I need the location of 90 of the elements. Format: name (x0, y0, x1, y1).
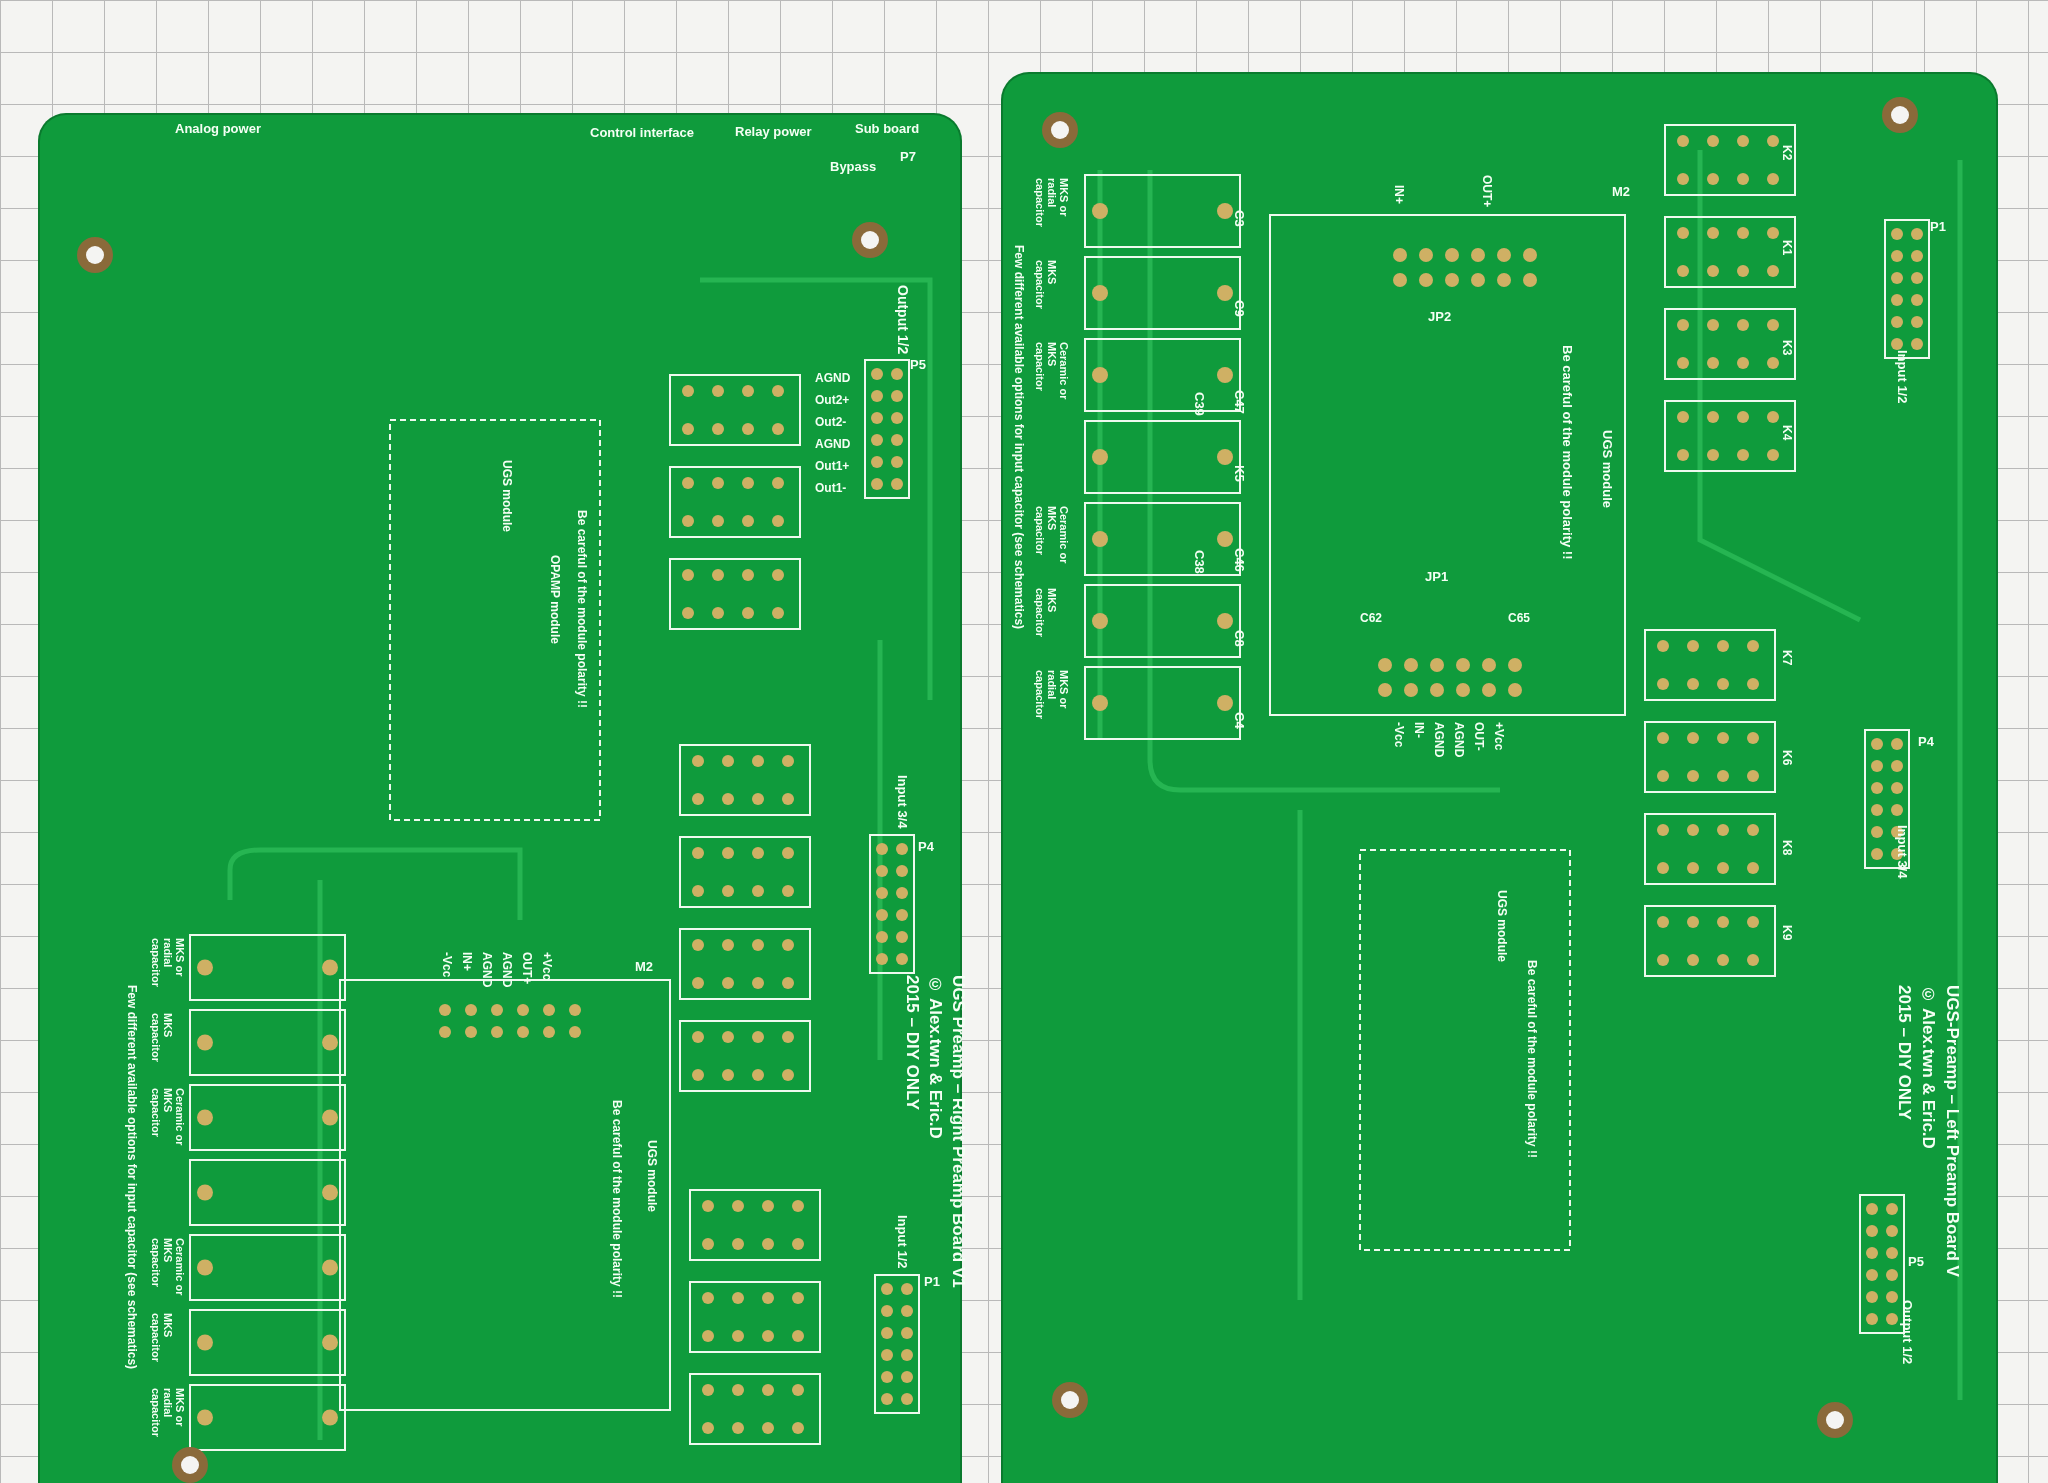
silkscreen-text: OUT- (1472, 722, 1486, 751)
silkscreen-text: C65 (1508, 612, 1530, 626)
silkscreen-text: Relay power (735, 125, 812, 140)
silkscreen-text: JP2 (1428, 310, 1452, 325)
silkscreen-text: C62 (1360, 612, 1382, 626)
silkscreen-text: OPAMP module (548, 555, 562, 644)
silkscreen-text: 2015 – DIY ONLY (902, 975, 921, 1111)
silkscreen-text: Few different available options for input capacitor (see schematics) (1012, 245, 1026, 630)
silkscreen-text: AGND (500, 952, 514, 988)
silkscreen-text: P1 (924, 1275, 940, 1290)
silkscreen-text: +Vcc (1492, 722, 1506, 751)
silkscreen-text: P5 (910, 358, 926, 373)
silkscreen-text: UGS module (645, 1140, 659, 1212)
silkscreen-text: Ceramic or MKS capacitor (1034, 506, 1071, 566)
silkscreen-text: Out2+ (815, 394, 850, 408)
silkscreen-text: K7 (1780, 650, 1794, 666)
silkscreen-text: IN+ (1392, 185, 1406, 204)
silkscreen-text: AGND (815, 372, 851, 386)
silkscreen-text: AGND (480, 952, 494, 988)
silkscreen-text: K6 (1780, 750, 1794, 766)
silkscreen-text: C39 (1192, 392, 1207, 416)
silkscreen-text: P4 (918, 840, 934, 855)
silkscreen-text: OUT+ (520, 952, 534, 985)
silkscreen-text: Input 1/2 (1895, 350, 1910, 404)
silkscreen-text: Be careful of the module polarity !! (1525, 960, 1539, 1159)
silkscreen-text: M2 (635, 960, 654, 975)
silkscreen-text: C46 (1232, 548, 1247, 572)
silkscreen-text: Ceramic or MKS capacitor (1034, 342, 1071, 402)
silkscreen-text: C3 (1232, 210, 1247, 227)
silkscreen-text: Ceramic or MKS capacitor (150, 1238, 187, 1298)
silkscreen-text: P5 (1908, 1255, 1924, 1270)
silkscreen-text: K9 (1780, 925, 1794, 941)
silkscreen-text: Input 3/4 (895, 775, 910, 829)
silkscreen-text: K8 (1780, 840, 1794, 856)
silkscreen-text: Sub board (855, 122, 920, 137)
silkscreen-text: Out1- (815, 482, 847, 496)
silkscreen-text: JP1 (1425, 570, 1449, 585)
silkscreen-text: C4 (1232, 712, 1247, 729)
silkscreen-text: Be careful of the module polarity !! (610, 1100, 624, 1299)
silkscreen-text: K3 (1780, 340, 1794, 356)
silkscreen-text: MKS or radial capacitor (150, 938, 187, 989)
silkscreen-text: MKS or radial capacitor (1034, 178, 1071, 229)
silkscreen-text: P4 (1918, 735, 1934, 750)
silkscreen-text: K5 (1232, 465, 1247, 482)
silkscreen-text: IN- (1412, 722, 1426, 738)
silkscreen-text: UGS module (1600, 430, 1615, 508)
silkscreen-text: Ceramic or MKS capacitor (150, 1088, 187, 1148)
silkscreen-text: MKS capacitor (150, 1313, 175, 1364)
silkscreen-text: Input 1/2 (895, 1215, 910, 1269)
silkscreen-text: P1 (1930, 220, 1946, 235)
silkscreen-text: AGND (1452, 722, 1466, 758)
silkscreen-text: C9 (1232, 300, 1247, 317)
silkscreen-text: K2 (1780, 145, 1794, 161)
silkscreen-text: UGS module (1495, 890, 1509, 962)
silkscreen-text: MKS or radial capacitor (150, 1388, 187, 1439)
silkscreen-text: Bypass (830, 160, 877, 175)
silkscreen-text: OUT+ (1480, 175, 1494, 208)
silkscreen-text: UGS Preamp – Right Preamp Board V1 (948, 975, 967, 1288)
silkscreen-text: AGND (815, 438, 851, 452)
silkscreen-text: Be careful of the module polarity !! (1560, 345, 1575, 560)
silkscreen-text: Few different available options for input capacitor (see schematics) (125, 985, 139, 1370)
silkscreen-text: Output 1/2 (895, 285, 911, 355)
silkscreen-text: Analog power (175, 122, 261, 137)
silkscreen-text: MKS capacitor (150, 1013, 175, 1064)
silkscreen-text: Out1+ (815, 460, 850, 474)
silkscreen-text: UGS-Preamp – Left Preamp Board V (1942, 985, 1961, 1277)
silkscreen-text: Be careful of the module polarity !! (575, 510, 589, 709)
silkscreen-text: C38 (1192, 550, 1207, 574)
silkscreen-text: AGND (1432, 722, 1446, 758)
silkscreen-text: Out2- (815, 416, 847, 430)
silkscreen-text: 2015 – DIY ONLY (1894, 985, 1913, 1121)
silkscreen-text: Input 3/4 (1895, 825, 1910, 879)
silkscreen-text: UGS module (500, 460, 514, 532)
silkscreen-text: C8 (1232, 630, 1247, 647)
silkscreen-text: -Vcc (1392, 722, 1406, 748)
silkscreen-text: K4 (1780, 425, 1794, 441)
silkscreen-text: Output 1/2 (1900, 1300, 1915, 1365)
silkscreen-text: MKS capacitor (1034, 260, 1059, 311)
silkscreen-text: M2 (1612, 185, 1631, 200)
silkscreen-text: MKS or radial capacitor (1034, 670, 1071, 721)
silkscreen-text: -Vcc (440, 952, 454, 978)
silkscreen-text: © Alex.twn & Eric.D (925, 975, 944, 1139)
silkscreen-text: K1 (1780, 240, 1794, 256)
silkscreen-text: P7 (900, 150, 916, 165)
silkscreen-text: © Alex.twn & Eric.D (1918, 985, 1937, 1149)
silkscreen-text: C47 (1232, 390, 1247, 414)
silkscreen-text: Control interface (590, 126, 694, 141)
silkscreen-text: MKS capacitor (1034, 588, 1059, 639)
silkscreen-text: IN+ (460, 952, 474, 971)
silkscreen-text: +Vcc (540, 952, 554, 981)
